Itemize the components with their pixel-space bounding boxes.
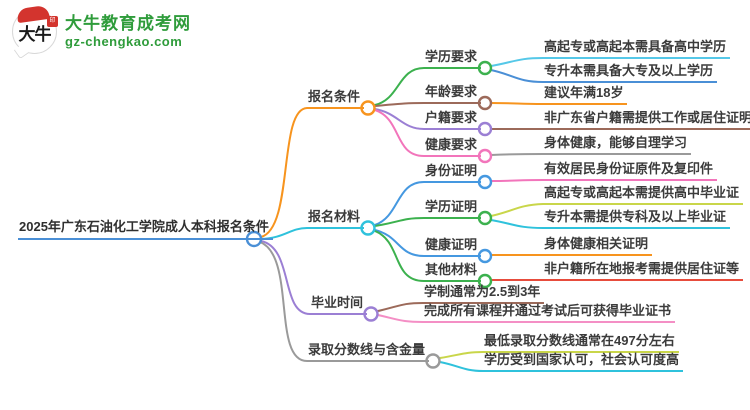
node-root[interactable]: 2025年广东石油化工学院成人本科报名条件 (18, 218, 273, 240)
edge-diploma-leaf-0 (490, 203, 544, 217)
leaf-graduation-1[interactable]: 完成所有课程并通过考试后可获得毕业证书 (423, 302, 676, 323)
edge-score-leaf-0 (439, 351, 484, 359)
logo-bull-icon: 印 大牛 (12, 4, 58, 60)
edge-identity-leaf-0 (490, 179, 544, 182)
leaf-health-req-0[interactable]: 身体健康，能够自理学习 (543, 134, 692, 155)
node-score-line[interactable]: 录取分数线与含金量 (307, 341, 430, 362)
edge-materials-other (374, 230, 425, 282)
logo-seal-icon: 印 (47, 16, 58, 27)
edge-score-leaf-1 (439, 361, 484, 372)
logo-bubble-tail (13, 43, 30, 60)
edge-root-graduation (260, 240, 311, 315)
leaf-graduation-0[interactable]: 学制通常为2.5到3年 (423, 283, 545, 304)
leaf-residence-req-0[interactable]: 非广东省户籍需提供工作或居住证明 (543, 109, 750, 130)
edge-diploma-leaf-1 (490, 219, 544, 229)
node-identity-proof[interactable]: 身份证明 (424, 162, 482, 183)
edge-education-leaf-0 (490, 57, 544, 67)
logo-domain: gz-chengkao.com (65, 34, 183, 49)
site-logo[interactable]: 印 大牛 大牛教育成考网 gz-chengkao.com (12, 4, 191, 60)
edge-materials-healthcert (374, 229, 425, 257)
leaf-diploma-proof-0[interactable]: 高起专或高起本需提供高中毕业证 (543, 184, 744, 205)
edge-conditions-health (374, 109, 425, 157)
logo-brand-name: 大牛教育成考网 (65, 14, 191, 33)
leaf-identity-proof-0[interactable]: 有效居民身份证原件及复印件 (543, 160, 718, 181)
edge-conditions-age (374, 102, 425, 107)
edge-materials-identity (374, 181, 425, 226)
edge-health-leaf-0 (490, 153, 544, 156)
node-health-req[interactable]: 健康要求 (424, 136, 482, 157)
edge-graduation-leaf-0 (377, 302, 424, 312)
node-diploma-proof[interactable]: 学历证明 (424, 198, 482, 219)
edge-age-leaf-0 (490, 102, 544, 105)
node-materials[interactable]: 报名材料 (307, 208, 365, 229)
node-other-materials[interactable]: 其他材料 (424, 261, 482, 282)
edge-education-leaf-1 (490, 69, 544, 83)
leaf-healthcert-proof-0[interactable]: 身体健康相关证明 (543, 235, 653, 256)
leaf-other-materials-0[interactable]: 非户籍所在地报考需提供居住证等 (543, 260, 744, 281)
edge-materials-diploma (374, 217, 425, 227)
leaf-education-req-1[interactable]: 专升本需具备大专及以上学历 (543, 62, 718, 83)
edge-graduation-leaf-1 (377, 314, 424, 323)
logo-mark-text: 大牛 (18, 25, 52, 45)
node-residence-req[interactable]: 户籍要求 (424, 109, 482, 130)
edge-root-score (259, 241, 308, 362)
node-conditions[interactable]: 报名条件 (307, 88, 365, 109)
node-age-req[interactable]: 年龄要求 (424, 83, 482, 104)
leaf-score-0[interactable]: 最低录取分数线通常在497分左右 (483, 332, 679, 353)
edge-conditions-education (374, 67, 425, 106)
leaf-education-req-0[interactable]: 高起专或高起本需具备高中学历 (543, 38, 731, 59)
node-healthcert-proof[interactable]: 健康证明 (424, 236, 482, 257)
leaf-diploma-proof-1[interactable]: 专升本需提供专科及以上毕业证 (543, 208, 731, 229)
leaf-age-req-0[interactable]: 建议年满18岁 (543, 84, 628, 105)
node-education-req[interactable]: 学历要求 (424, 48, 482, 69)
edge-conditions-residence (374, 108, 425, 130)
leaf-score-1[interactable]: 学历受到国家认可，社会认可度高 (483, 351, 684, 372)
node-graduation-time[interactable]: 毕业时间 (310, 294, 368, 315)
